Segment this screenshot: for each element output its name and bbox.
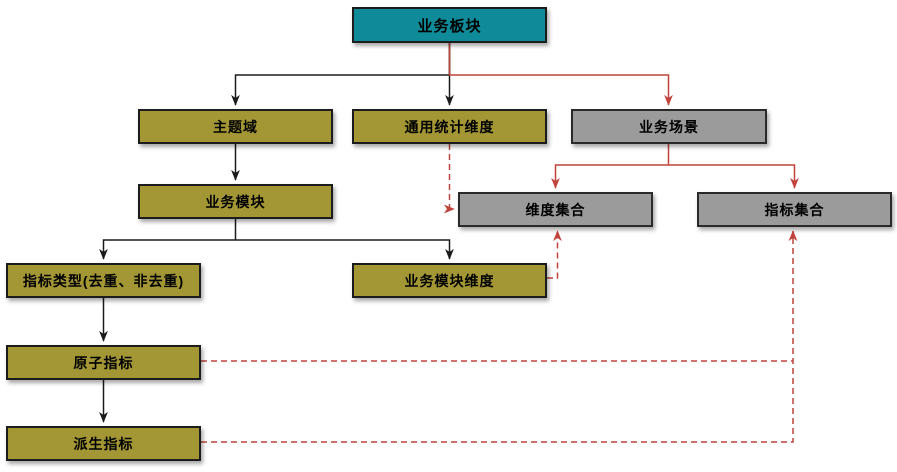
edge-business-scenario-to-dimension-set [551,164,669,189]
node-common-stat-dimension: 通用统计维度 [352,109,547,144]
edge-business-scenario-to-indicator-set [668,164,799,189]
edge-business-module-to-business-module-dimension [235,239,454,260]
edge-business-module-dimension-to-dimension-set [547,230,562,279]
node-indicator-type: 指标类型(去重、非去重) [6,263,201,298]
edge-derived-indicator-to-indicator-set [201,230,798,443]
node-dimension-set: 维度集合 [458,192,653,227]
node-atomic-indicator: 原子指标 [6,345,201,380]
node-business-scenario: 业务场景 [571,109,767,144]
node-subject-domain: 主题域 [138,109,333,144]
edge-business-section-to-business-scenario [448,42,673,106]
node-business-section: 业务板块 [352,7,547,43]
edge-business-section-to-subject-domain [231,42,451,106]
node-business-module: 业务模块 [138,184,333,219]
node-business-module-dimension: 业务模块维度 [352,263,547,298]
node-indicator-set: 指标集合 [697,192,892,227]
node-derived-indicator: 派生指标 [6,426,201,461]
edge-business-module-to-indicator-type [99,239,236,260]
edge-common-stat-dimension-to-dimension-set [443,144,455,214]
